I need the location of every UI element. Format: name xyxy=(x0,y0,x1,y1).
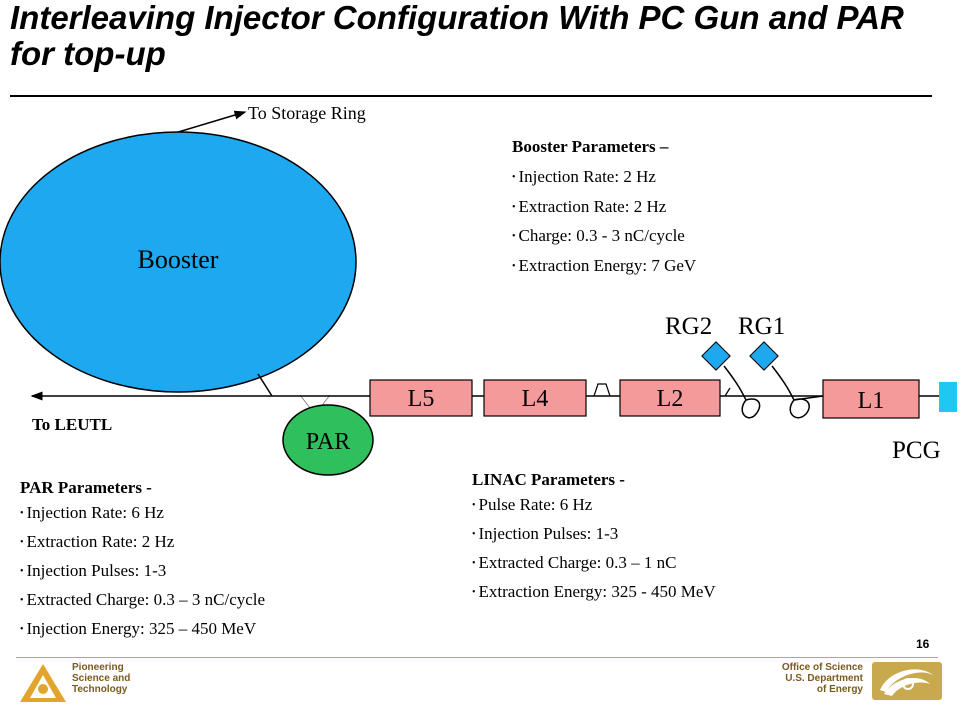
attribution-line: Office of Science xyxy=(781,662,863,673)
page-number: 16 xyxy=(916,637,930,651)
booster-ring xyxy=(0,131,357,393)
storage-ring-line xyxy=(174,110,247,134)
par-param-item: Injection Rate: 6 Hz xyxy=(20,500,265,529)
par-label: PAR xyxy=(306,429,350,455)
rf-gun-2 xyxy=(701,341,731,371)
footer-divider xyxy=(16,657,938,658)
argonne-logo xyxy=(20,664,66,702)
booster-param-item: Injection Rate: 2 Hz xyxy=(512,164,696,194)
par-ring xyxy=(282,404,374,476)
linac-parameters: LINAC Parameters - Pulse Rate: 6 Hz Inje… xyxy=(472,468,716,608)
booster-param-item: Charge: 0.3 - 3 nC/cycle xyxy=(512,223,696,253)
linac-l4-label: L4 xyxy=(522,386,549,412)
linac-l1 xyxy=(822,379,920,419)
linac-param-item: Pulse Rate: 6 Hz xyxy=(472,492,716,521)
tagline-line: Science and xyxy=(72,673,131,684)
rf-gun-1 xyxy=(749,341,779,371)
beamline-kink-l2-rg xyxy=(724,387,731,397)
linac-param-item: Extracted Charge: 0.3 – 1 nC xyxy=(472,550,716,579)
tagline-line: Technology xyxy=(72,684,128,695)
linac-l5 xyxy=(369,379,473,417)
booster-parameters-header: Booster Parameters – xyxy=(512,137,669,156)
leutl-label: To LEUTL xyxy=(32,415,112,434)
booster-label: Booster xyxy=(138,245,219,274)
attribution-line: of Energy xyxy=(816,684,863,695)
rg2-label: RG2 xyxy=(665,313,712,340)
linac-parameters-header: LINAC Parameters - xyxy=(472,470,625,489)
booster-par-connector xyxy=(257,373,273,397)
linac-l2-label: L2 xyxy=(657,386,684,412)
storage-ring-label: To Storage Ring xyxy=(248,103,366,123)
par-param-item: Injection Pulses: 1-3 xyxy=(20,558,265,587)
tagline-line: Pioneering xyxy=(72,662,124,673)
title-divider xyxy=(10,95,932,97)
linac-l1-label: L1 xyxy=(858,388,885,414)
par-param-item: Injection Energy: 325 – 450 MeV xyxy=(20,616,265,645)
rg1-label: RG1 xyxy=(738,313,785,340)
doe-attribution: Office of Science U.S. Department of Ene… xyxy=(760,662,863,695)
attribution-line: U.S. Department xyxy=(785,673,863,684)
pc-gun xyxy=(939,382,957,412)
linac-l5-label: L5 xyxy=(408,386,435,412)
linac-param-item: Injection Pulses: 1-3 xyxy=(472,521,716,550)
par-parameters-header: PAR Parameters - xyxy=(20,478,152,497)
pcg-label: PCG xyxy=(892,437,941,464)
linac-param-item: Extraction Energy: 325 - 450 MeV xyxy=(472,579,716,608)
linac-l4 xyxy=(483,379,587,417)
booster-parameters: Booster Parameters – Injection Rate: 2 H… xyxy=(512,130,696,282)
beamline-kink-l4-l2 xyxy=(593,383,611,397)
par-param-item: Extracted Charge: 0.3 – 3 nC/cycle xyxy=(20,587,266,616)
doe-logo xyxy=(872,662,942,700)
argonne-tagline: Pioneering Science and Technology xyxy=(72,662,130,695)
par-param-item: Extraction Rate: 2 Hz xyxy=(20,529,265,558)
booster-param-item: Extraction Energy: 7 GeV xyxy=(512,253,697,283)
par-parameters: PAR Parameters - Injection Rate: 6 Hz Ex… xyxy=(20,476,265,645)
rg2-transport-line xyxy=(723,365,761,419)
rg1-transport-line xyxy=(771,365,824,419)
booster-param-item: Extraction Rate: 2 Hz xyxy=(512,194,696,224)
linac-l2 xyxy=(619,379,721,417)
slide-title: Interleaving Injector Configuration With… xyxy=(10,0,904,72)
